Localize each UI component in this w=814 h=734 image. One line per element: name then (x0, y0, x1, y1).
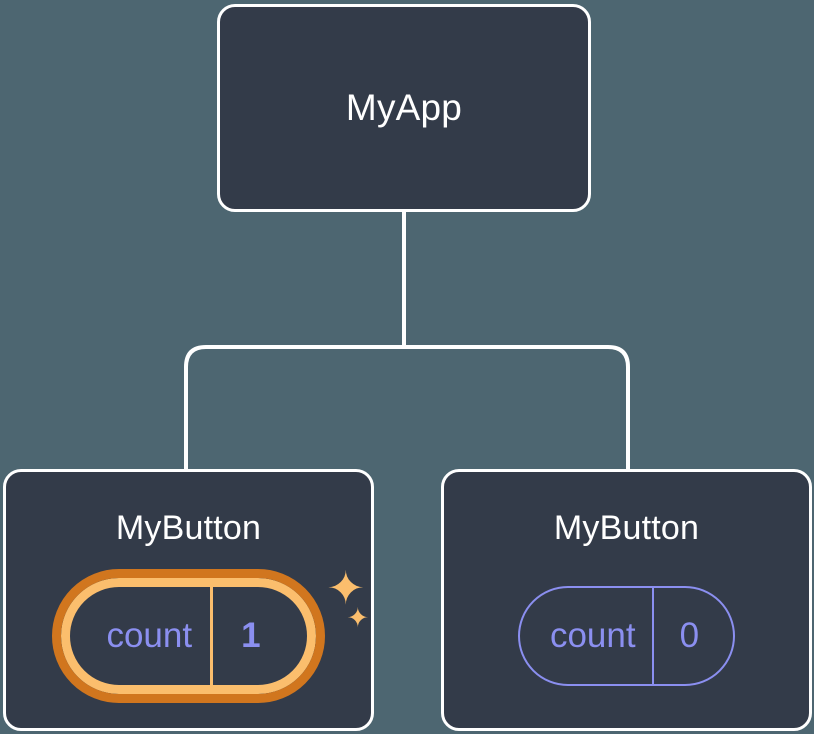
state-key-cell-left: count (70, 587, 210, 685)
sparkle-small-icon: ✦ (346, 603, 370, 634)
sparkle-group-left: ✦ ✦ (321, 565, 381, 655)
state-key-cell-right: count (520, 588, 652, 684)
node-mybutton-left[interactable]: MyButton count 1 ✦ ✦ (3, 469, 374, 731)
node-title-mybutton-right: MyButton (553, 509, 700, 547)
state-pill-count-left[interactable]: count 1 (52, 569, 325, 704)
node-mybutton-right[interactable]: MyButton count 0 (441, 469, 812, 731)
sparkle-large-icon: ✦ (326, 562, 366, 615)
state-value-label-right: 0 (679, 616, 700, 656)
state-key-label-left: count (106, 616, 193, 656)
state-pill-inner-ring-left: count 1 (61, 578, 316, 695)
state-key-label-right: count (549, 616, 636, 656)
state-pill-count-right[interactable]: count 0 (517, 586, 736, 687)
state-pill-wrap-left: count 1 ✦ ✦ (52, 565, 369, 704)
state-value-label-left: 1 (241, 616, 261, 656)
node-myapp[interactable]: MyApp (217, 4, 591, 212)
edge-bus-to-right-child (404, 345, 630, 471)
state-value-cell-right: 0 (651, 588, 733, 685)
node-title-mybutton-left: MyButton (115, 509, 262, 547)
state-value-cell-left: 1 (210, 587, 306, 686)
state-pill-wrap-right: count 0 (517, 586, 736, 687)
node-title-myapp: MyApp (345, 86, 463, 128)
edge-bus-to-left-child (184, 345, 404, 471)
